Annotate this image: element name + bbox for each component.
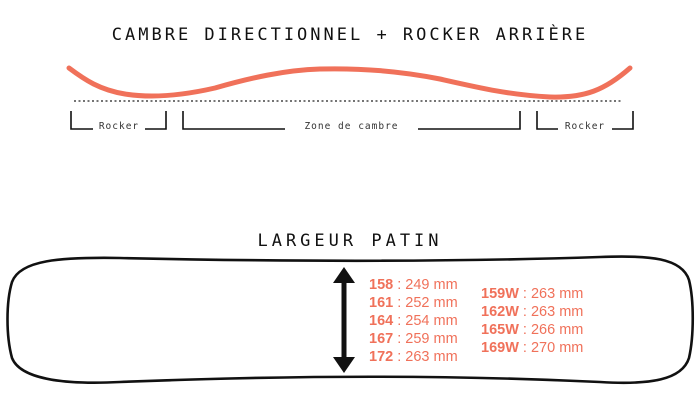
waist-width-title: LARGEUR PATIN	[257, 231, 443, 251]
size-label: 158	[369, 277, 394, 293]
separator: :	[393, 349, 406, 365]
size-row: 159W : 263 mm	[481, 285, 583, 303]
size-row: 161 : 252 mm	[369, 294, 458, 312]
separator: :	[518, 340, 531, 356]
width-value: 266 mm	[530, 322, 584, 338]
separator: :	[393, 331, 406, 347]
size-label: 165W	[481, 322, 519, 338]
size-label: 172	[369, 349, 394, 365]
separator: :	[393, 313, 406, 329]
rocker-right-bracket	[536, 111, 634, 130]
size-label: 167	[369, 331, 394, 347]
zone-label-camber: Zone de cambre	[304, 121, 399, 132]
camber-profile-title: CAMBRE DIRECTIONNEL + ROCKER ARRIÈRE	[111, 25, 589, 45]
size-label: 162W	[481, 304, 519, 320]
separator: :	[518, 286, 531, 302]
width-value: 270 mm	[530, 340, 584, 356]
zone-label-rocker-right: Rocker	[564, 121, 606, 132]
width-value: 259 mm	[405, 331, 458, 347]
separator: :	[393, 295, 406, 311]
size-label: 159W	[481, 286, 519, 302]
width-value: 263 mm	[530, 304, 584, 320]
rocker-left-bracket	[70, 111, 167, 130]
waist-width-arrow	[333, 267, 355, 373]
size-label: 161	[369, 295, 394, 311]
size-list-wide: 159W : 263 mm 162W : 263 mm 165W : 266 m…	[481, 285, 583, 357]
separator: :	[518, 304, 531, 320]
size-row: 162W : 263 mm	[481, 303, 583, 321]
size-row: 169W : 270 mm	[481, 339, 583, 357]
size-row: 164 : 254 mm	[369, 312, 458, 330]
size-row: 167 : 259 mm	[369, 330, 458, 348]
width-value: 254 mm	[405, 313, 458, 329]
size-row: 165W : 266 mm	[481, 321, 583, 339]
width-value: 252 mm	[405, 295, 458, 311]
separator: :	[518, 322, 531, 338]
size-row: 172 : 263 mm	[369, 348, 458, 366]
size-label: 164	[369, 313, 394, 329]
camber-zone-bracket	[182, 111, 521, 130]
width-value: 263 mm	[530, 286, 584, 302]
size-row: 158 : 249 mm	[369, 276, 458, 294]
zone-label-rocker-left: Rocker	[98, 121, 140, 132]
width-value: 263 mm	[405, 349, 458, 365]
size-list-standard: 158 : 249 mm 161 : 252 mm 164 : 254 mm 1…	[369, 276, 458, 366]
camber-profile-curve	[66, 65, 633, 100]
snowboard-outline	[6, 255, 695, 385]
width-value: 249 mm	[405, 277, 458, 293]
separator: :	[393, 277, 406, 293]
size-label: 169W	[481, 340, 519, 356]
